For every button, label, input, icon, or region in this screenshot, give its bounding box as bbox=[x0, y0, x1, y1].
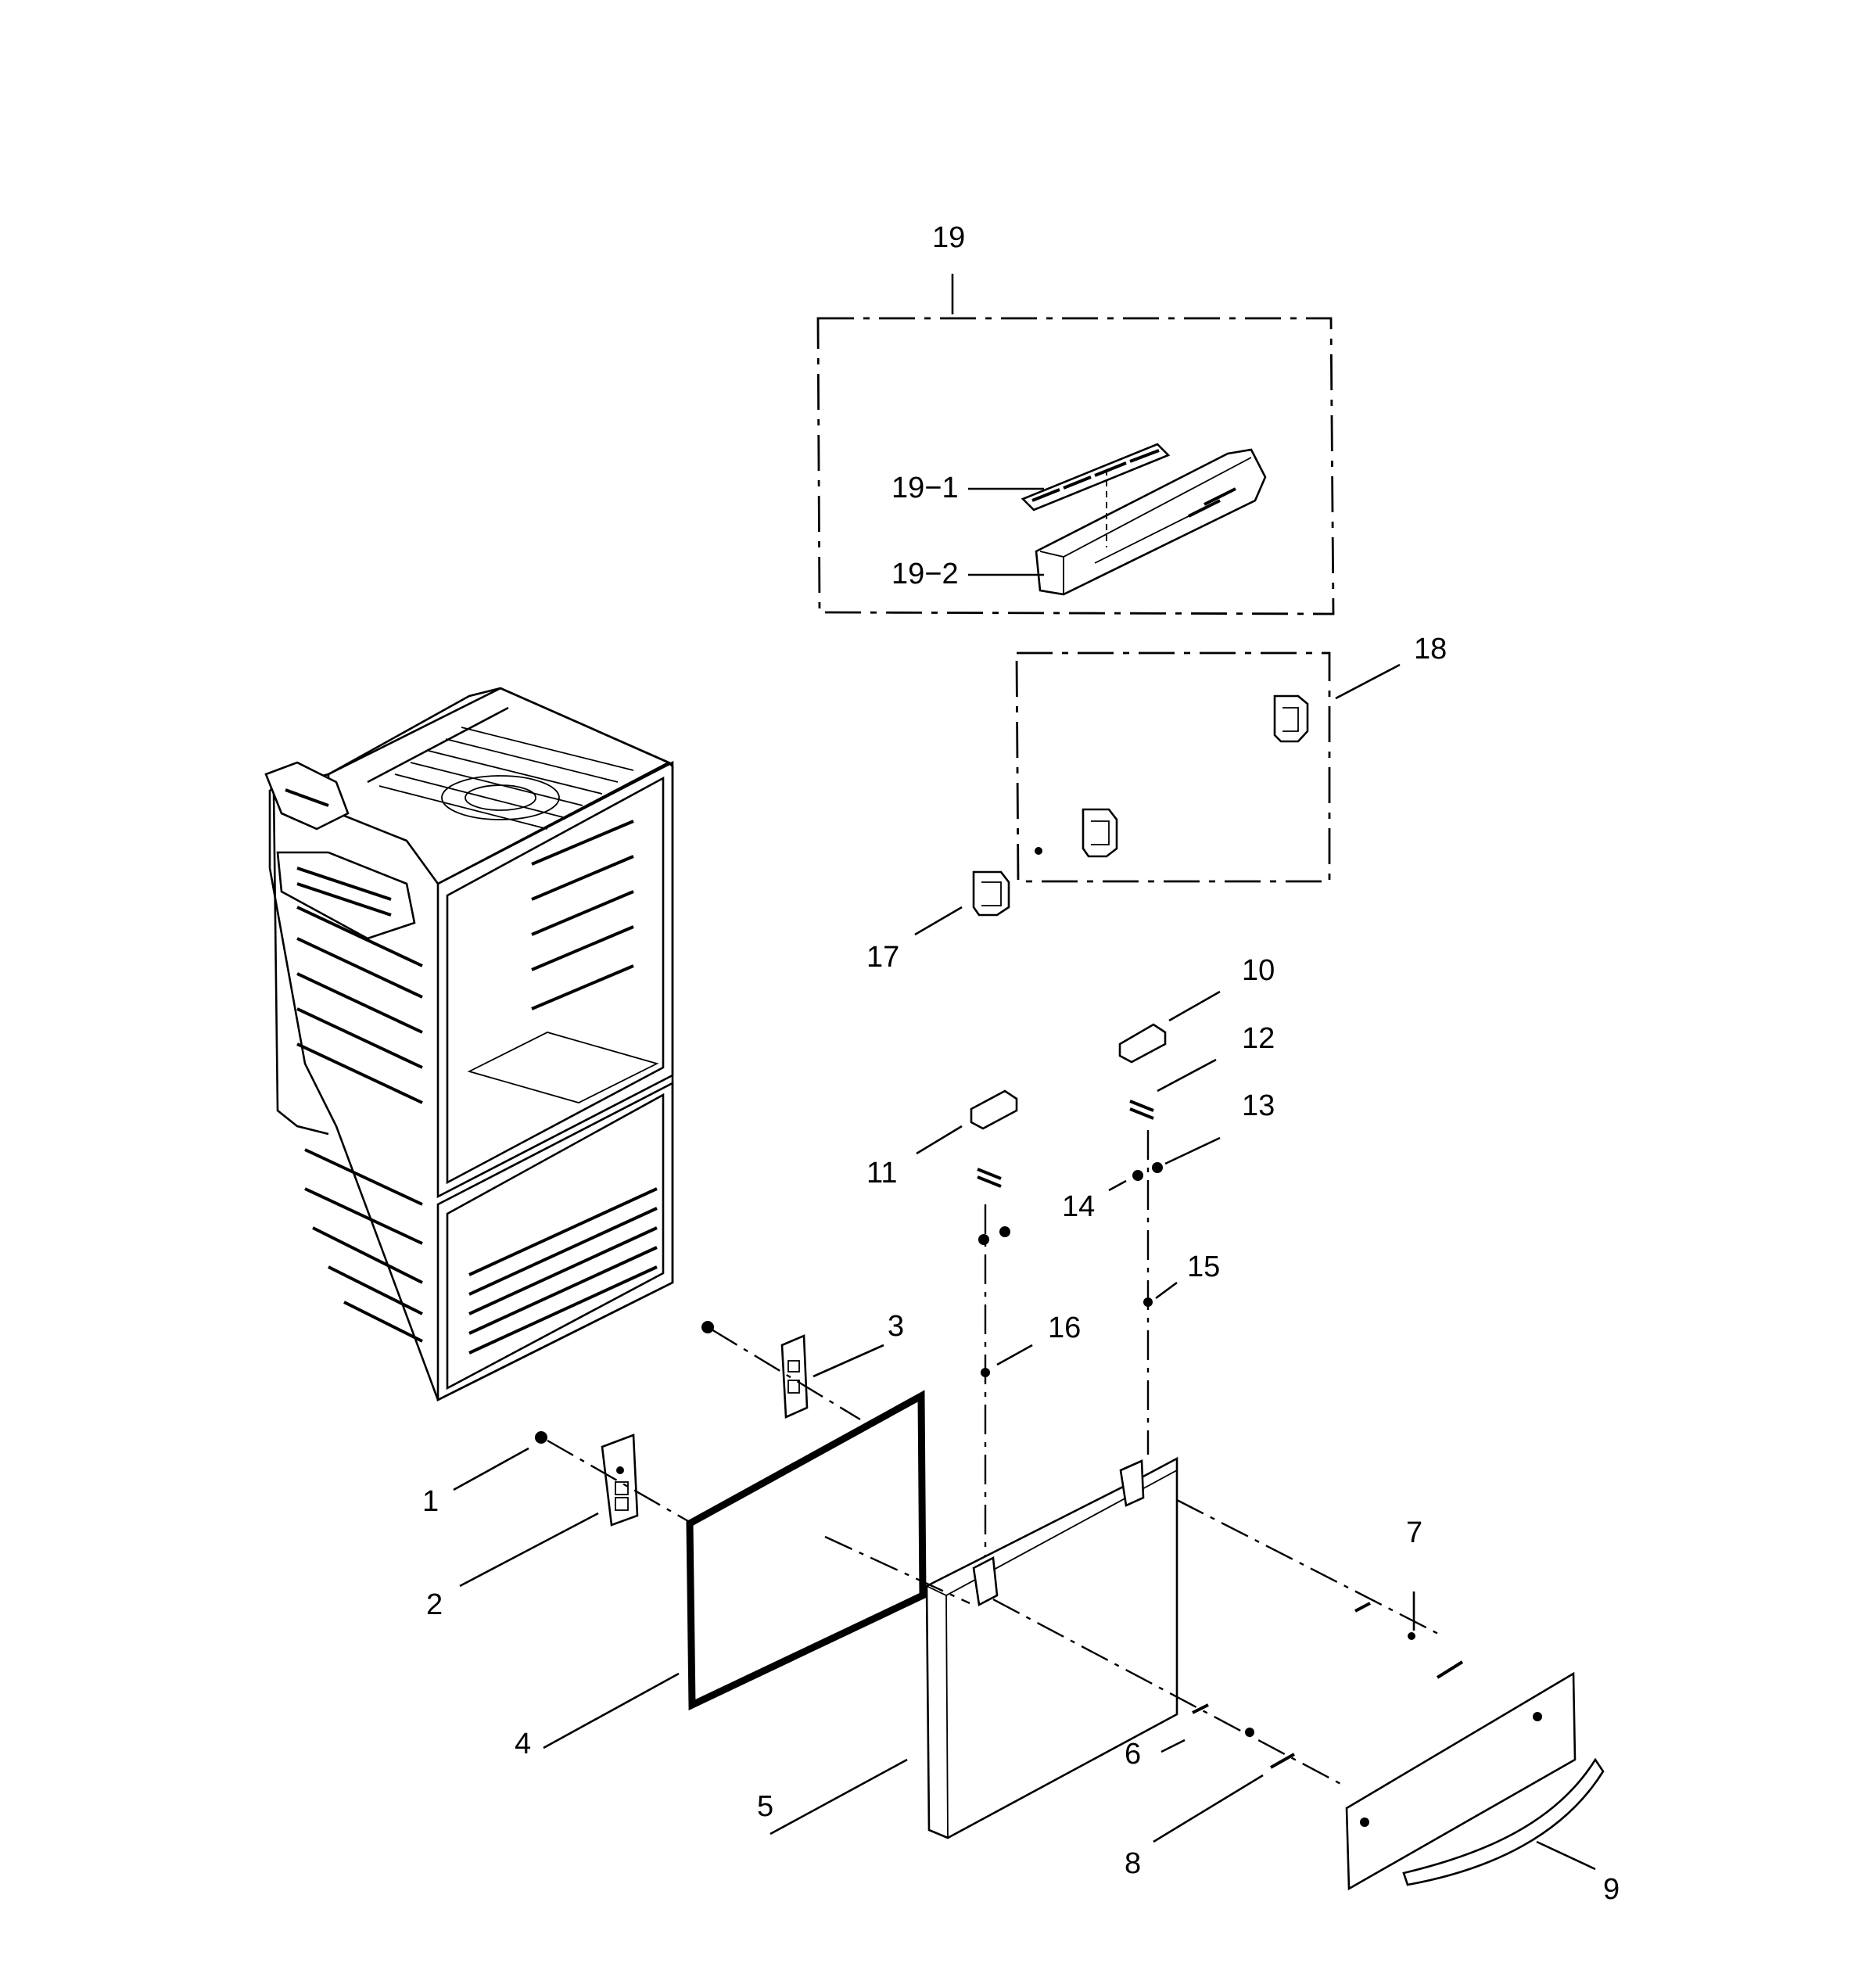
hinge-cover-11 bbox=[916, 1089, 1018, 1155]
callout-14: 14 bbox=[1062, 1190, 1095, 1223]
axis-line-hinge-2 bbox=[547, 1439, 689, 1523]
assembly-18-box bbox=[1015, 651, 1401, 883]
door-gasket-4 bbox=[543, 1390, 927, 1749]
hinge-bracket-3 bbox=[780, 1334, 884, 1419]
washer-13-14 bbox=[978, 1136, 1221, 1245]
callout-8: 8 bbox=[1125, 1847, 1141, 1880]
axis-line-door bbox=[824, 1535, 970, 1605]
assembly-19-box bbox=[816, 274, 1335, 615]
callout-16: 16 bbox=[1048, 1312, 1081, 1344]
callout-13: 13 bbox=[1242, 1089, 1275, 1122]
hinge-bracket-2 bbox=[459, 1434, 639, 1588]
spacer-16 bbox=[981, 1344, 1033, 1377]
refrigerator-cabinet bbox=[264, 687, 674, 1402]
callout-1: 1 bbox=[422, 1485, 439, 1518]
callout-6: 6 bbox=[1125, 1738, 1141, 1771]
part-19-2-tray bbox=[1035, 448, 1267, 596]
axis-line-hinge-3 bbox=[711, 1328, 861, 1421]
callout-19-1: 19−1 bbox=[891, 472, 959, 504]
callout-4: 4 bbox=[515, 1728, 531, 1760]
pin-left bbox=[977, 1168, 1002, 1188]
freezer-door-5 bbox=[769, 1456, 1178, 1839]
callout-2: 2 bbox=[426, 1588, 443, 1621]
callout-17: 17 bbox=[866, 941, 899, 974]
hinge-part-18-upper bbox=[1273, 694, 1309, 743]
drawer-face-plate bbox=[1345, 1671, 1577, 1891]
axis-line-drawer-lower bbox=[992, 1598, 1347, 1789]
hinge-cover-10 bbox=[1118, 990, 1221, 1064]
part-19-1-cover bbox=[1021, 443, 1171, 511]
pin-12 bbox=[1129, 1058, 1217, 1120]
callout-9: 9 bbox=[1603, 1873, 1620, 1906]
hinge-part-18-lower bbox=[1035, 808, 1118, 858]
callout-15: 15 bbox=[1187, 1251, 1220, 1283]
callout-3: 3 bbox=[888, 1310, 904, 1343]
callout-12: 12 bbox=[1242, 1022, 1275, 1055]
callout-10: 10 bbox=[1242, 954, 1275, 987]
hinge-part-17 bbox=[914, 870, 1010, 936]
callout-18: 18 bbox=[1414, 633, 1447, 666]
axis-line-drawer-upper bbox=[1176, 1498, 1444, 1638]
screw-7 bbox=[1354, 1591, 1464, 1679]
callout-5: 5 bbox=[757, 1790, 773, 1823]
screw-1 bbox=[453, 1431, 547, 1491]
door-handle-9 bbox=[1402, 1757, 1605, 1886]
callout-7: 7 bbox=[1406, 1516, 1422, 1549]
screw-6 bbox=[1161, 1703, 1209, 1753]
screw-3 bbox=[701, 1321, 714, 1333]
callout-19: 19 bbox=[932, 221, 965, 254]
callout-19-2: 19−2 bbox=[891, 558, 959, 590]
callout-11: 11 bbox=[866, 1157, 897, 1190]
